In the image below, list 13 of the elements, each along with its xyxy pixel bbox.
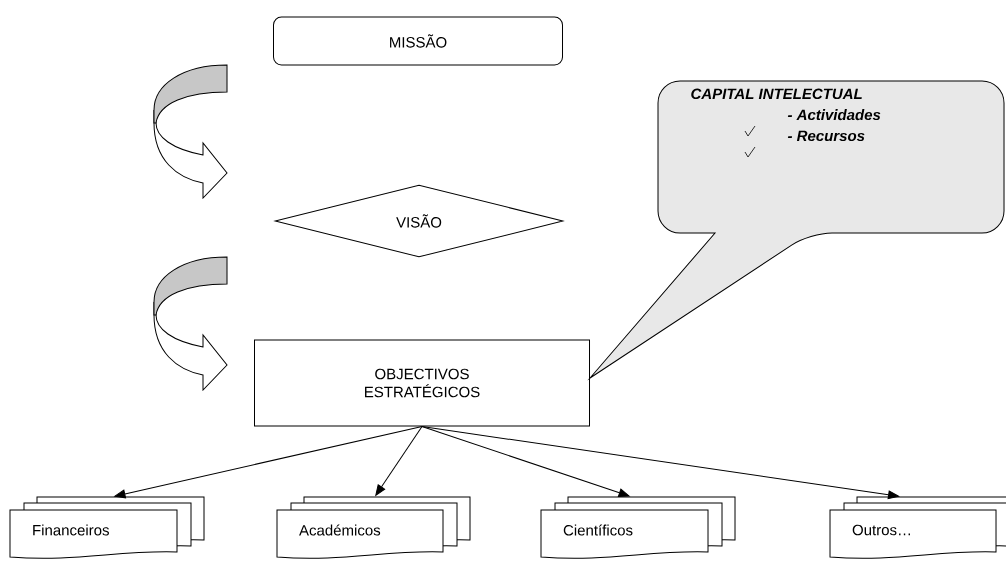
speech-bubble: CAPITAL INTELECTUAL - Actividades - Recursos [589, 80, 1005, 379]
document-stack: Outros… [829, 496, 1006, 559]
arrow [114, 426, 423, 499]
process-box: OBJECTIVOS ESTRATÉGICOS [254, 339, 590, 427]
curved-arrow [153, 256, 228, 391]
rounded-box: MISSÃO [273, 16, 563, 66]
document-stack: Científicos [540, 496, 736, 559]
curved-arrow [153, 64, 228, 199]
document-stack: Académicos [276, 496, 471, 559]
arrow [421, 426, 900, 500]
arrow [375, 426, 423, 496]
arrow [421, 426, 630, 498]
document-stack: Financeiros [9, 496, 205, 559]
